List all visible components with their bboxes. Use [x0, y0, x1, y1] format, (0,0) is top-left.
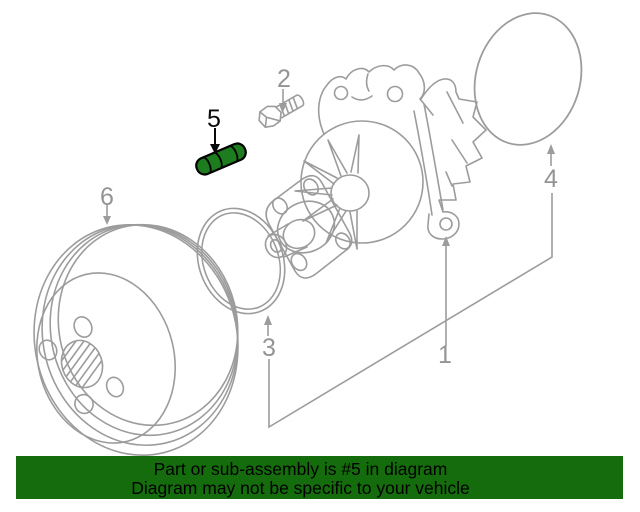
- bolt-head-facets: [259, 111, 281, 128]
- pump-rear-plate: [420, 78, 487, 240]
- pump-plate-edge-2: [413, 110, 433, 216]
- pump-tab-hole: [439, 217, 453, 231]
- pump-top-bracket: [317, 64, 434, 135]
- pulley-part: [33, 223, 239, 456]
- pump-fins: [294, 134, 360, 250]
- bracket-hole-right: [386, 85, 404, 103]
- pump-housing-hub: [330, 174, 370, 212]
- bracket-hole-left: [333, 85, 349, 101]
- flange-hole-2: [271, 197, 289, 215]
- leader-arrowheads: [103, 103, 555, 325]
- part-label-5-highlighted: 5: [207, 105, 221, 133]
- arrowhead-3-up: [264, 315, 272, 325]
- pulley-bolt-hole-top: [73, 316, 93, 338]
- pump-hub-inner: [282, 218, 316, 250]
- pump-plate-edge-1: [423, 103, 444, 211]
- o-ring-inner: [200, 212, 282, 310]
- gasket-part: [473, 12, 583, 146]
- info-banner: Part or sub-assembly is #5 in diagram Di…: [16, 456, 623, 499]
- flange-hole-3: [334, 232, 352, 250]
- part-label-3: 3: [262, 334, 276, 362]
- leader-5-highlight: [210, 128, 220, 154]
- pump-shaft-lines: [267, 223, 308, 258]
- stud-part-highlighted: [195, 142, 247, 176]
- flange-hole-1: [302, 178, 320, 196]
- leader-lines: [106, 89, 553, 429]
- water-pump-part: [264, 64, 487, 279]
- pump-shaft-end-inner: [269, 239, 283, 253]
- pulley-groove-2: [49, 223, 239, 437]
- bracket-detail: [351, 73, 373, 101]
- pump-housing: [300, 120, 424, 244]
- pump-plate-facets: [445, 91, 468, 187]
- part-label-2: 2: [277, 65, 291, 93]
- leader-3-4-polyline: [268, 193, 553, 429]
- arrowhead-5-down: [210, 144, 220, 154]
- bolt-head: [258, 105, 282, 128]
- pump-shaft-end: [264, 233, 288, 259]
- part-label-6: 6: [100, 183, 114, 211]
- pulley-bolt-hole-bottom: [74, 393, 94, 415]
- banner-line-2: Diagram may not be specific to your vehi…: [131, 478, 470, 498]
- part-label-4: 4: [544, 165, 558, 193]
- pulley-bolt-hole-right: [105, 376, 125, 398]
- bolt-threads: [279, 96, 299, 117]
- banner-line-1: Part or sub-assembly is #5 in diagram: [153, 458, 448, 479]
- arrowhead-1-up: [442, 236, 450, 246]
- arrowhead-4-up: [547, 144, 555, 154]
- pulley-groove-1: [41, 223, 239, 447]
- arrowhead-2-down: [279, 103, 287, 112]
- pulley-bolt-hole-left: [38, 339, 58, 361]
- bolt-shank: [274, 94, 305, 119]
- bolt-part: [258, 94, 305, 128]
- pump-hub-outer: [276, 200, 336, 254]
- part-label-1: 1: [438, 341, 452, 369]
- pump-front-flange: [265, 174, 353, 279]
- pulley-face-dish: [36, 272, 176, 444]
- flange-hole-4: [290, 252, 308, 272]
- pulley-groove-3: [57, 223, 239, 427]
- arrowhead-6-down: [103, 216, 111, 225]
